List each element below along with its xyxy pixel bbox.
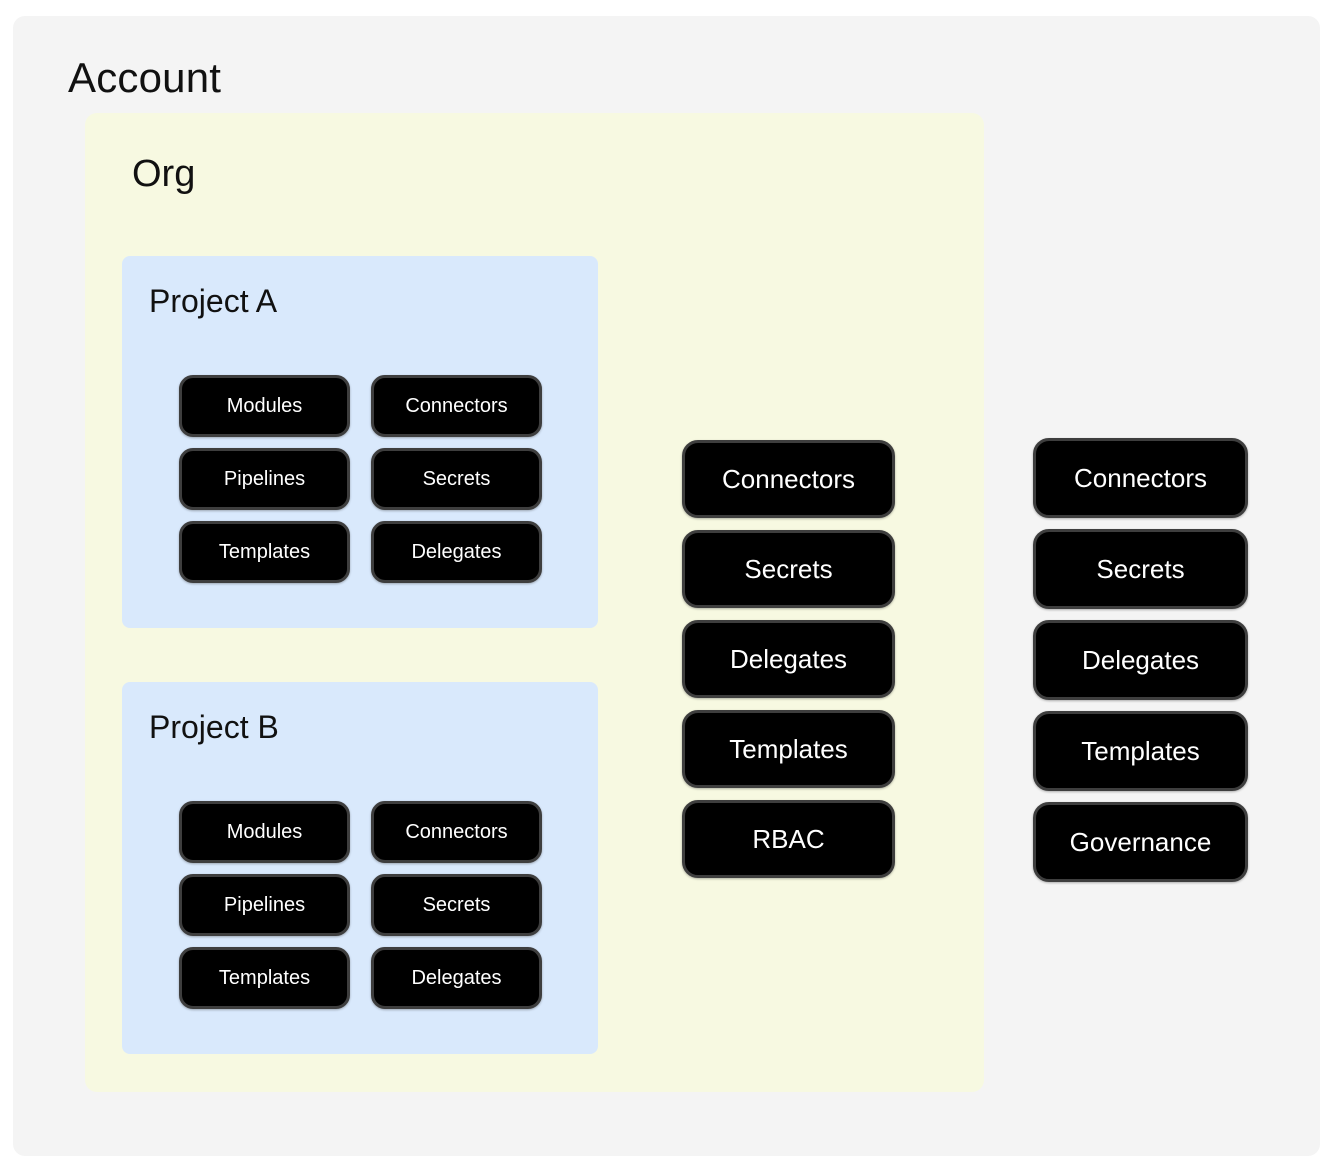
account-title: Account xyxy=(68,54,222,101)
project-a-resource-grid: Modules Connectors Pipelines Secrets Tem… xyxy=(179,375,542,583)
node-project-b-secrets: Secrets xyxy=(371,874,542,936)
node-project-a-secrets: Secrets xyxy=(371,448,542,510)
org-resource-column: Connectors Secrets Delegates Templates R… xyxy=(682,440,895,878)
project-b-panel: Project B Modules Connectors Pipelines S… xyxy=(122,682,598,1054)
project-a-panel: Project A Modules Connectors Pipelines S… xyxy=(122,256,598,628)
node-account-templates: Templates xyxy=(1033,711,1248,791)
node-project-b-delegates: Delegates xyxy=(371,947,542,1009)
account-scope-panel: Account Org Project A Modules Connectors… xyxy=(13,16,1320,1156)
project-a-title: Project A xyxy=(149,283,278,319)
account-resource-column: Connectors Secrets Delegates Templates G… xyxy=(1033,438,1248,882)
org-title: Org xyxy=(132,153,196,195)
node-account-secrets: Secrets xyxy=(1033,529,1248,609)
node-org-secrets: Secrets xyxy=(682,530,895,608)
node-org-templates: Templates xyxy=(682,710,895,788)
org-scope-panel: Org Project A Modules Connectors Pipelin… xyxy=(85,113,984,1092)
node-org-delegates: Delegates xyxy=(682,620,895,698)
project-b-title: Project B xyxy=(149,709,279,745)
node-project-b-pipelines: Pipelines xyxy=(179,874,350,936)
project-b-resource-grid: Modules Connectors Pipelines Secrets Tem… xyxy=(179,801,542,1009)
node-project-a-connectors: Connectors xyxy=(371,375,542,437)
node-project-a-delegates: Delegates xyxy=(371,521,542,583)
node-org-rbac: RBAC xyxy=(682,800,895,878)
node-project-b-modules: Modules xyxy=(179,801,350,863)
node-account-governance: Governance xyxy=(1033,802,1248,882)
node-org-connectors: Connectors xyxy=(682,440,895,518)
node-account-delegates: Delegates xyxy=(1033,620,1248,700)
node-project-a-modules: Modules xyxy=(179,375,350,437)
node-project-b-connectors: Connectors xyxy=(371,801,542,863)
node-project-b-templates: Templates xyxy=(179,947,350,1009)
node-account-connectors: Connectors xyxy=(1033,438,1248,518)
node-project-a-templates: Templates xyxy=(179,521,350,583)
node-project-a-pipelines: Pipelines xyxy=(179,448,350,510)
